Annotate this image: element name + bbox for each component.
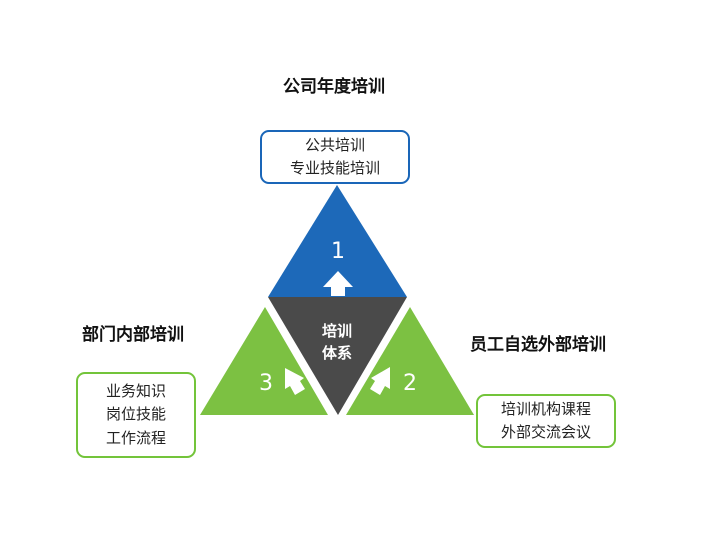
- left-box-item: 工作流程: [105, 428, 166, 447]
- title-company-annual-training: 公司年度培训: [283, 77, 385, 97]
- number-1: 1: [331, 239, 345, 264]
- arrow-up-icon: [323, 271, 353, 296]
- right-content-box: 培训机构课程 外部交流会议: [476, 394, 616, 448]
- top-triangle: [268, 185, 407, 297]
- left-box-item: 岗位技能: [105, 405, 166, 424]
- top-box-item: 专业技能培训: [289, 159, 380, 177]
- left-box-item: 业务知识: [105, 382, 166, 401]
- number-3: 3: [259, 371, 273, 396]
- center-label-line1: 培训: [322, 322, 352, 340]
- top-content-box: 公共培训 专业技能培训: [260, 130, 410, 184]
- center-triangle: [268, 297, 407, 415]
- title-employee-external-training: 员工自选外部培训: [470, 335, 606, 355]
- arrow-left-icon: [285, 368, 305, 395]
- top-box-item: 公共培训: [304, 135, 365, 154]
- arrow-right-icon: [370, 367, 390, 395]
- right-box-item: 外部交流会议: [500, 423, 591, 441]
- right-box-item: 培训机构课程: [500, 399, 591, 418]
- title-department-internal-training: 部门内部培训: [82, 325, 184, 345]
- center-label-line2: 体系: [322, 344, 352, 362]
- left-content-box: 业务知识 岗位技能 工作流程: [76, 372, 196, 458]
- number-2: 2: [403, 371, 417, 396]
